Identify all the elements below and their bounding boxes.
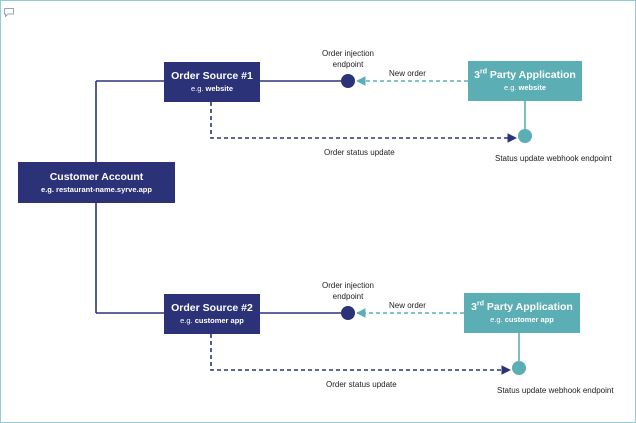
order-source-1-box: Order Source #1 e.g. website (164, 62, 260, 102)
status-update-1-label: Order status update (324, 148, 395, 157)
third-party-app-1-title: 3rd Party Application (474, 68, 576, 82)
third-party-app-2-box: 3rd Party Application e.g. customer app (464, 293, 580, 333)
new-order-2-label: New order (389, 301, 426, 310)
status-update-1-arrow (210, 102, 517, 143)
webhook-endpoint-1-dot (518, 129, 532, 143)
third-party-app-1-box: 3rd Party Application e.g. website (468, 61, 582, 101)
injection-endpoint-1-label: Order injection endpoint (315, 48, 381, 70)
order-source-2-title: Order Source #2 (171, 302, 253, 314)
order-source-1-subtitle: e.g. website (190, 84, 234, 93)
customer-account-box: Customer Account e.g. restaurant-name.sy… (18, 162, 175, 203)
customer-account-title: Customer Account (49, 170, 144, 183)
third-party-app-2-title: 3rd Party Application (471, 300, 573, 314)
third-party-app-1-subtitle: e.g. website (503, 83, 547, 92)
status-update-2-label: Order status update (326, 380, 397, 389)
order-source-2-box: Order Source #2 e.g. customer app (164, 294, 260, 334)
status-update-2-arrow (210, 334, 511, 375)
webhook-endpoint-1-label: Status update webhook endpoint (495, 154, 612, 163)
order-source-1-title: Order Source #1 (171, 70, 253, 82)
customer-account-subtitle: e.g. restaurant-name.syrve.app (41, 184, 152, 194)
order-source-2-subtitle: e.g. customer app (180, 316, 244, 325)
injection-endpoint-2-label-text: Order injection endpoint (321, 281, 375, 301)
third-party-app-2-subtitle: e.g. customer app (490, 315, 554, 324)
webhook-endpoint-2-dot (512, 361, 526, 375)
webhook-endpoint-2-label: Status update webhook endpoint (497, 386, 614, 395)
injection-endpoint-1-dot (341, 74, 355, 88)
injection-endpoint-2-label: Order injection endpoint (315, 280, 381, 302)
injection-endpoint-2-dot (341, 306, 355, 320)
comment-icon (4, 8, 14, 17)
injection-endpoint-1-label-text: Order injection endpoint (321, 49, 375, 69)
new-order-1-label: New order (389, 69, 426, 78)
